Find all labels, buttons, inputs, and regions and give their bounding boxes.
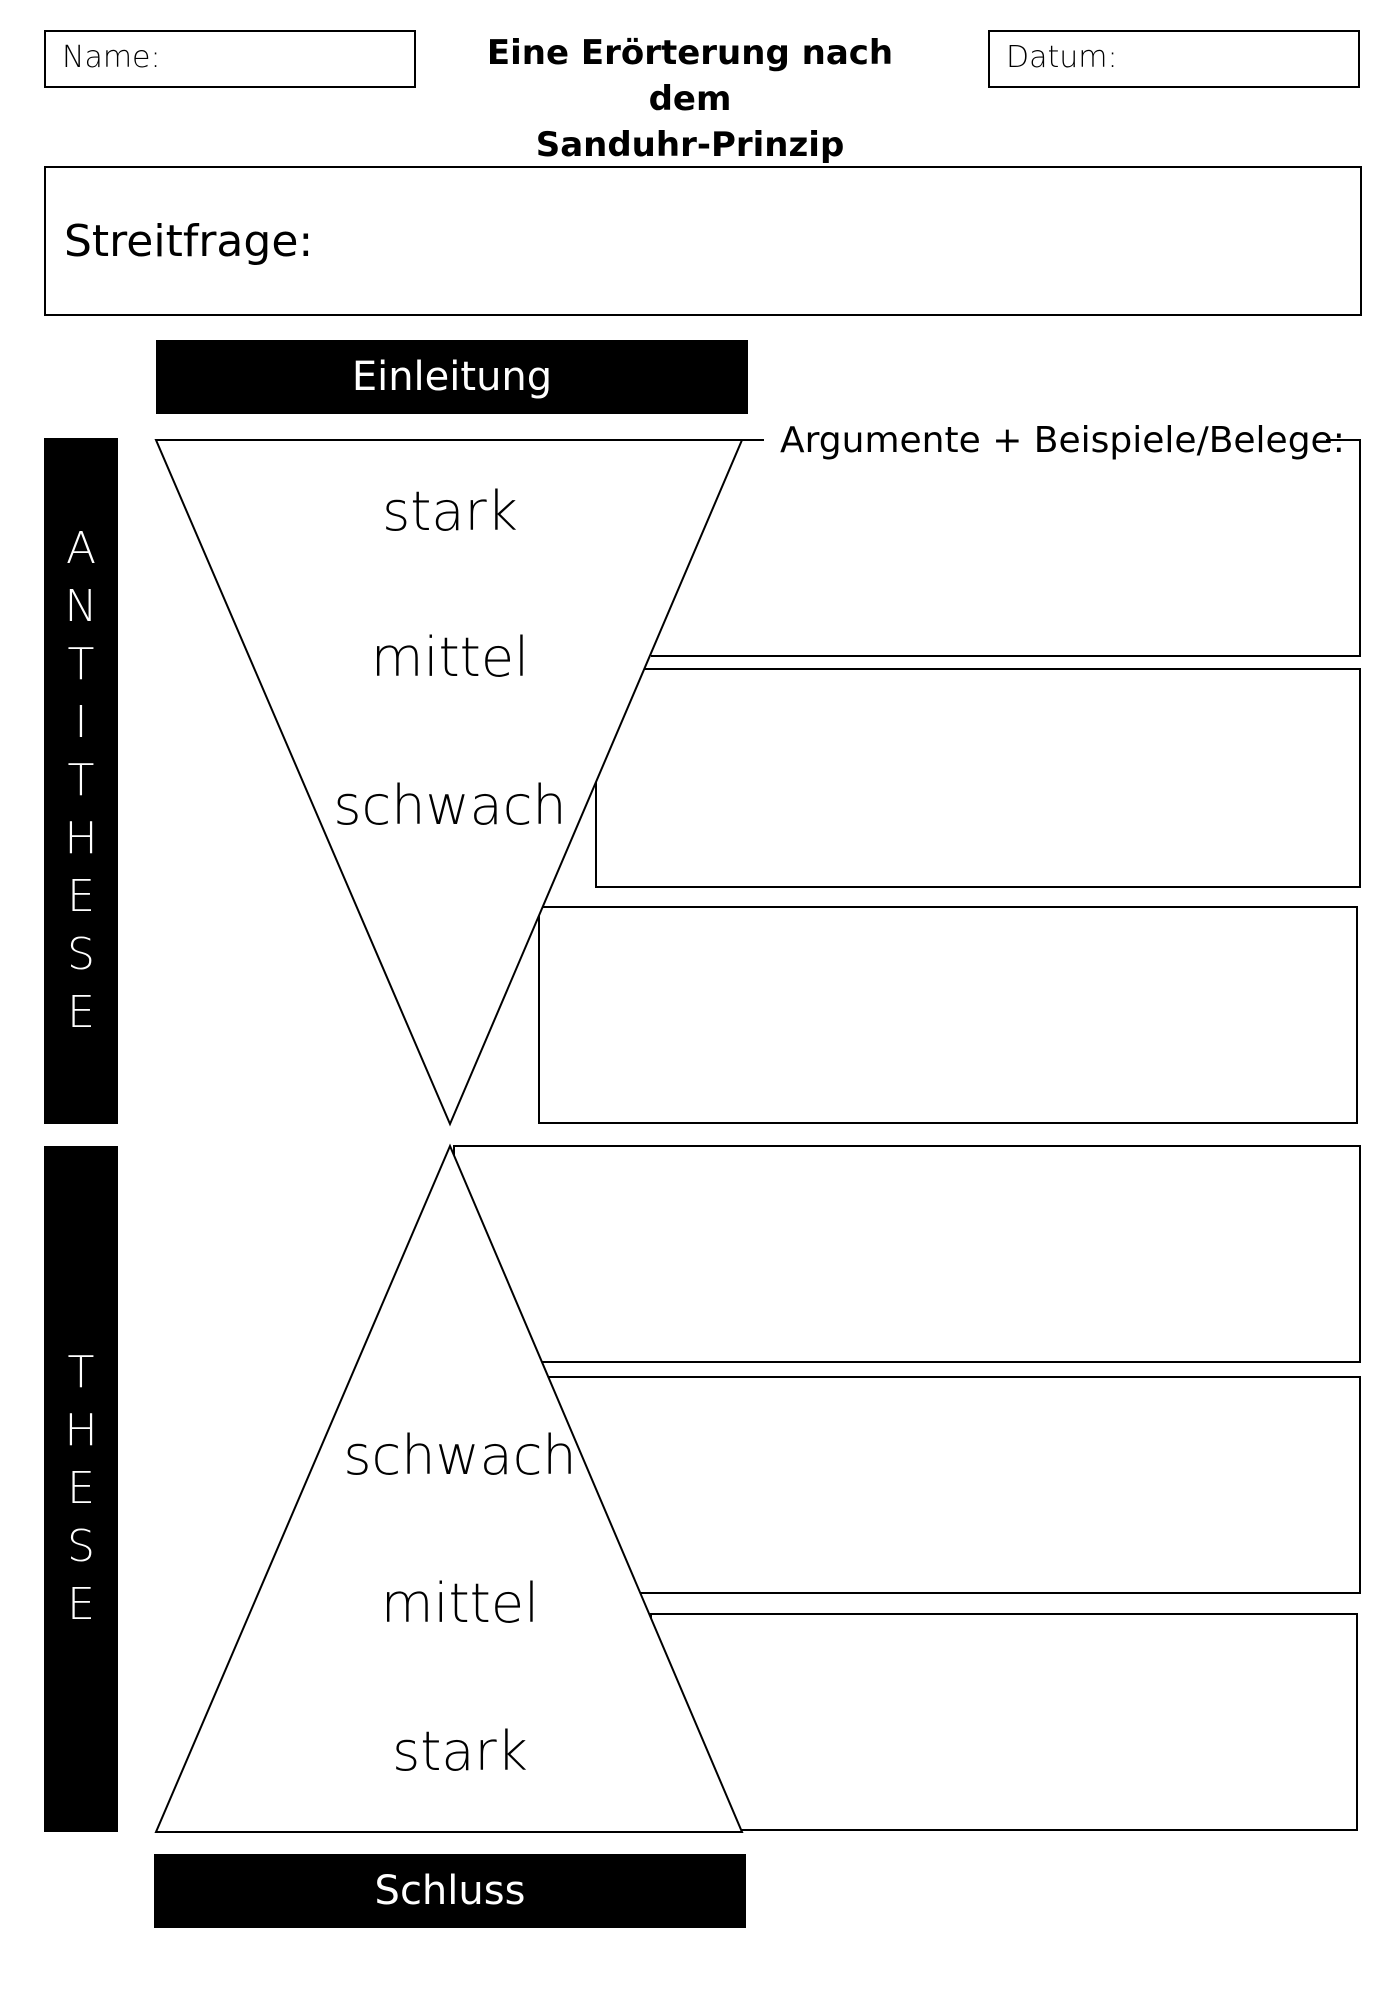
top-level-strong: stark bbox=[382, 480, 518, 543]
thesis-argument-box-2 bbox=[543, 1376, 1361, 1594]
thesis-argument-box-3 bbox=[650, 1613, 1358, 1831]
thesis-letter: H bbox=[64, 1405, 98, 1456]
thesis-letter: E bbox=[67, 1579, 95, 1630]
antithesis-letter: H bbox=[64, 813, 98, 864]
antithesis-letter: I bbox=[74, 697, 88, 748]
thesis-argument-box-1 bbox=[453, 1145, 1361, 1363]
thesis-letter: E bbox=[67, 1463, 95, 1514]
antithesis-letter: E bbox=[67, 871, 95, 922]
conclusion-label: Schluss bbox=[374, 1868, 526, 1914]
antithesis-letter: T bbox=[67, 755, 95, 806]
intro-bar: Einleitung bbox=[156, 340, 748, 414]
thesis-letter: T bbox=[67, 1347, 95, 1398]
date-field[interactable]: Datum: bbox=[988, 30, 1360, 88]
bottom-level-medium: mittel bbox=[380, 1572, 540, 1635]
antithesis-letter: E bbox=[67, 987, 95, 1038]
antithesis-letter: A bbox=[65, 523, 97, 574]
thesis-letter: S bbox=[67, 1521, 95, 1572]
page-title-line-1: Eine Erörterung nach dem bbox=[486, 33, 894, 119]
bottom-level-weak: schwach bbox=[343, 1424, 577, 1487]
question-field[interactable]: Streitfrage: bbox=[44, 166, 1362, 316]
name-field[interactable]: Name: bbox=[44, 30, 416, 88]
date-label: Datum: bbox=[1006, 40, 1118, 75]
antithesis-letter: N bbox=[64, 581, 98, 632]
antithesis-argument-box-3 bbox=[538, 906, 1358, 1124]
antithesis-letter: T bbox=[67, 639, 95, 690]
antithesis-argument-box-2 bbox=[595, 668, 1361, 888]
top-triangle bbox=[154, 439, 744, 1127]
bottom-triangle bbox=[154, 1143, 744, 1833]
arguments-label: Argumente + Beispiele/Belege: bbox=[780, 420, 1345, 461]
question-label: Streitfrage: bbox=[64, 216, 314, 267]
bottom-level-strong: stark bbox=[392, 1720, 528, 1783]
top-level-weak: schwach bbox=[333, 774, 567, 837]
antithesis-letter: S bbox=[67, 929, 95, 980]
intro-label: Einleitung bbox=[351, 354, 553, 400]
conclusion-bar: Schluss bbox=[154, 1854, 746, 1928]
top-level-medium: mittel bbox=[370, 626, 530, 689]
name-label: Name: bbox=[62, 40, 161, 75]
